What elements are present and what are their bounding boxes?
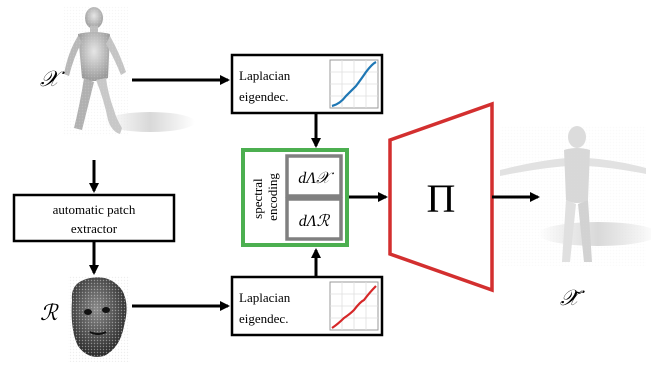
eigenvalue-curve-bottom xyxy=(331,285,377,329)
laplacian-bottom-box: Laplacian eigendec. xyxy=(230,275,384,337)
projection-decoder: Π xyxy=(388,101,494,293)
laplacian-top-line1: Laplacian xyxy=(239,68,291,83)
human-figure-icon xyxy=(64,6,195,136)
spectral-encoding-box: spectral encoding dΛ𝒳 dΛℛ xyxy=(241,148,349,247)
dlambda-r-label: dΛℛ xyxy=(299,213,331,230)
arrows xyxy=(89,75,540,311)
laplacian-top-box: Laplacian eigendec. xyxy=(230,53,384,115)
eigenvalue-curve-top xyxy=(331,61,377,108)
output-shape-symbol: 𝒳̃ xyxy=(560,285,585,310)
input-shape-symbol: 𝒳 xyxy=(40,66,65,91)
spectral-line2: encoding xyxy=(265,173,280,221)
dlambda-x-label: dΛ𝒳 xyxy=(298,170,335,187)
reference-patch-symbol: ℛ xyxy=(40,300,59,325)
eigenvalue-plot-icon xyxy=(329,59,379,109)
laplacian-bottom-line2: eigendec. xyxy=(239,311,288,326)
patch-extractor-line2: extractor xyxy=(71,221,118,236)
laplacian-top-line2: eigendec. xyxy=(239,89,288,104)
eigenvalue-plot-icon xyxy=(329,281,379,331)
dlambda-r-box xyxy=(285,197,343,241)
spectral-encoding-label: spectral encoding xyxy=(250,173,280,221)
patch-extractor-line1: automatic patch xyxy=(53,202,136,217)
patch-extractor-box: automatic patch extractor xyxy=(12,193,176,243)
spectral-line1: spectral xyxy=(250,178,265,219)
projection-symbol: Π xyxy=(427,176,456,221)
dlambda-x-box xyxy=(285,154,343,198)
head-mesh-icon xyxy=(68,276,130,362)
laplacian-bottom-line1: Laplacian xyxy=(239,290,291,305)
